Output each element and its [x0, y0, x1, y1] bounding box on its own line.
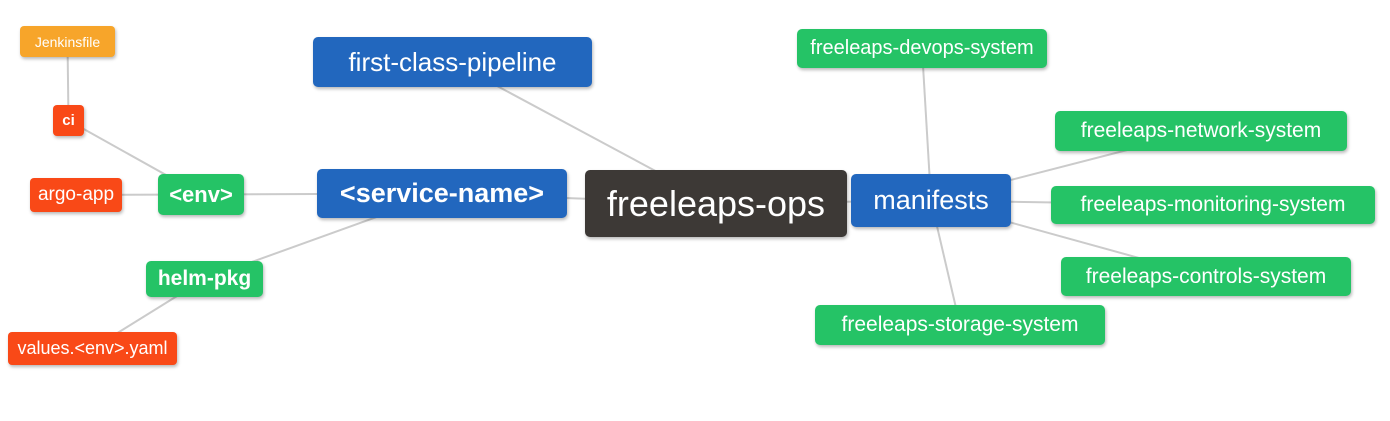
node-service-name[interactable]: <service-name>	[317, 169, 567, 218]
node-freeleaps-network-system[interactable]: freeleaps-network-system	[1055, 111, 1347, 151]
node-freeleaps-controls-system[interactable]: freeleaps-controls-system	[1061, 257, 1351, 296]
node-helm-pkg[interactable]: helm-pkg	[146, 261, 263, 297]
node-freeleaps-storage-system[interactable]: freeleaps-storage-system	[815, 305, 1105, 345]
node-freeleaps-ops-root[interactable]: freeleaps-ops	[585, 170, 847, 237]
node-argo-app[interactable]: argo-app	[30, 178, 122, 212]
node-freeleaps-devops-system[interactable]: freeleaps-devops-system	[797, 29, 1047, 68]
node-manifests[interactable]: manifests	[851, 174, 1011, 227]
node-ci[interactable]: ci	[53, 105, 84, 136]
node-values-env-yaml[interactable]: values.<env>.yaml	[8, 332, 177, 365]
node-jenkinsfile[interactable]: Jenkinsfile	[20, 26, 115, 57]
node-env[interactable]: <env>	[158, 174, 244, 215]
node-freeleaps-monitoring-system[interactable]: freeleaps-monitoring-system	[1051, 186, 1375, 224]
node-first-class-pipeline[interactable]: first-class-pipeline	[313, 37, 592, 87]
